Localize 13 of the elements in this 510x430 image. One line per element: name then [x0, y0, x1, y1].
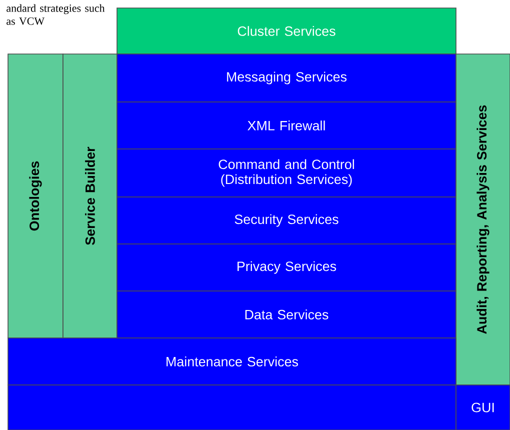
side-column: Audit, Reporting, Analysis Services — [456, 54, 510, 386]
caption-text: andard strategies such as VCW — [6, 4, 105, 25]
layer-band: Privacy Services — [116, 244, 456, 292]
layer-band: GUI — [456, 384, 510, 430]
layer-band: Command and Control (Distribution Services) — [116, 148, 456, 198]
layer-band: Messaging Services — [116, 54, 456, 102]
layer-band: Maintenance Services — [8, 338, 456, 386]
layer-band: Security Services — [116, 196, 456, 244]
layer-band: Cluster Services — [116, 8, 456, 54]
layer-band: XML Firewall — [116, 102, 456, 150]
side-column: Service Builder — [62, 54, 118, 338]
layer-band: Data Services — [116, 290, 456, 338]
side-column: Ontologies — [8, 54, 64, 338]
